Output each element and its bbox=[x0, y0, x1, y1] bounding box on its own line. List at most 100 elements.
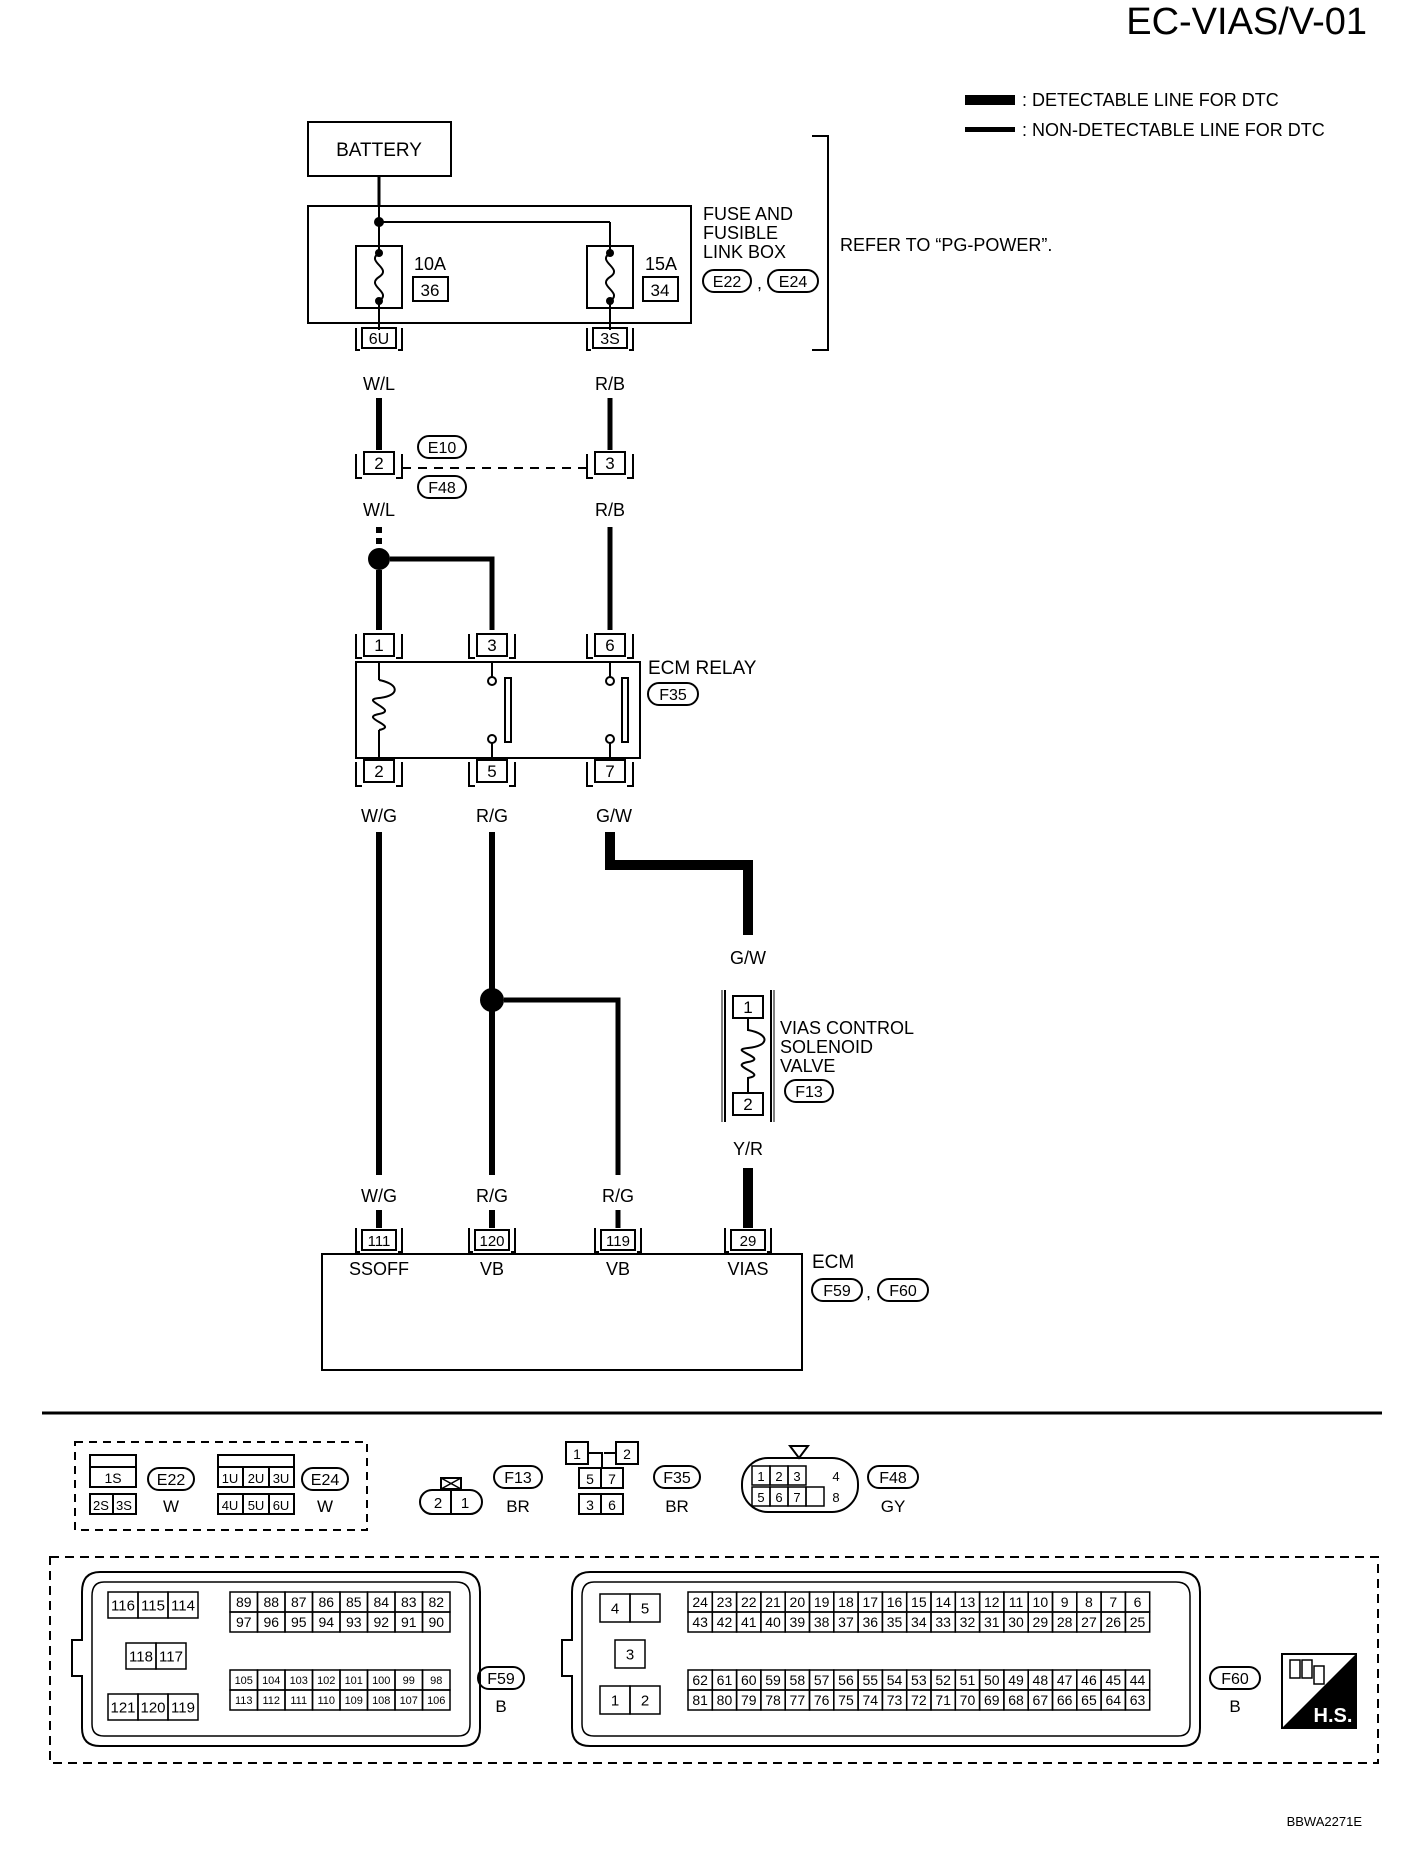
f59-pin-106-cell bbox=[421, 1689, 451, 1711]
f60-pin-71: 71 bbox=[935, 1692, 951, 1708]
f60-pin-65: 65 bbox=[1081, 1692, 1097, 1708]
f59-pin-118: 118 bbox=[129, 1648, 153, 1665]
f59-pin-94: 94 bbox=[318, 1614, 334, 1630]
f59-pin-99: 99 bbox=[403, 1675, 415, 1687]
vias-pin-1: 1 bbox=[743, 998, 752, 1017]
e24-id: E24 bbox=[311, 1472, 340, 1489]
wire-wg-relay: W/G bbox=[361, 806, 397, 826]
f60-pin-25: 25 bbox=[1130, 1614, 1146, 1630]
f59-pin-90: 90 bbox=[428, 1614, 444, 1630]
f59-pin-85: 85 bbox=[346, 1594, 362, 1610]
fuse2-amp: 15A bbox=[645, 254, 677, 274]
fuse1-num: 36 bbox=[421, 281, 440, 300]
f60-pin-24: 24 bbox=[692, 1594, 708, 1610]
fuse-box-label-1: FUSE AND bbox=[703, 204, 793, 224]
f59-pin-95: 95 bbox=[291, 1614, 307, 1630]
f59-pin-88: 88 bbox=[263, 1594, 279, 1610]
vias-label-1: VIAS CONTROL bbox=[780, 1018, 914, 1038]
splice-point-2 bbox=[480, 988, 504, 1012]
f59-color: B bbox=[495, 1697, 506, 1716]
e24-pin-6u: 6U bbox=[273, 1498, 290, 1513]
f13-id: F13 bbox=[504, 1470, 532, 1487]
f60-pin-73: 73 bbox=[887, 1692, 903, 1708]
legend-thin-line bbox=[965, 127, 1015, 132]
ecm-relay: 1 3 6 2 5 7 ECM RELAY F3 bbox=[355, 633, 757, 787]
f60-pin-3: 3 bbox=[626, 1646, 634, 1663]
f60-pin-78: 78 bbox=[765, 1692, 781, 1708]
f60-pin-55: 55 bbox=[862, 1672, 878, 1688]
wire-rg-ecm-2: R/G bbox=[602, 1186, 634, 1206]
f60-pin-41: 41 bbox=[741, 1614, 757, 1630]
f60-pin-18: 18 bbox=[838, 1594, 854, 1610]
f60-pin-9: 9 bbox=[1061, 1594, 1069, 1610]
wire-wg-ecm: W/G bbox=[361, 1186, 397, 1206]
f60-pin-51: 51 bbox=[960, 1672, 976, 1688]
f60-pin-3-cell bbox=[614, 1639, 646, 1669]
f60-pin-6: 6 bbox=[1134, 1594, 1142, 1610]
f59-pin-107: 107 bbox=[400, 1695, 418, 1707]
ecm-body bbox=[321, 1253, 803, 1371]
joint-conn-e10: E10 bbox=[428, 440, 457, 457]
f60-pin-33: 33 bbox=[935, 1614, 951, 1630]
f60-pin-17: 17 bbox=[862, 1594, 878, 1610]
f59-pin-86: 86 bbox=[318, 1594, 334, 1610]
f60-pin-8: 8 bbox=[1085, 1594, 1093, 1610]
f48-id: F48 bbox=[879, 1470, 907, 1487]
f35-color: BR bbox=[665, 1497, 689, 1516]
f59-pin-84: 84 bbox=[373, 1594, 389, 1610]
f60-pin-10: 10 bbox=[1033, 1594, 1049, 1610]
f60-pin-13: 13 bbox=[960, 1594, 976, 1610]
f60-pin-75: 75 bbox=[838, 1692, 854, 1708]
fuse-box-label-3: LINK BOX bbox=[703, 242, 786, 262]
legend: : DETECTABLE LINE FOR DTC : NON-DETECTAB… bbox=[965, 90, 1325, 140]
f60-pin-15: 15 bbox=[911, 1594, 927, 1610]
f48-pin-1: 1 bbox=[757, 1469, 764, 1484]
f13-pin-2: 2 bbox=[434, 1495, 442, 1512]
e22-pin-1s: 1S bbox=[104, 1470, 121, 1486]
vias-label-3: VALVE bbox=[780, 1056, 835, 1076]
f60-pin-53: 53 bbox=[911, 1672, 927, 1688]
f48-pin-6: 6 bbox=[775, 1490, 782, 1505]
relay-pin-7: 7 bbox=[605, 762, 614, 781]
f13-pin-1: 1 bbox=[461, 1495, 469, 1512]
f48-pin-7: 7 bbox=[793, 1490, 800, 1505]
fuse-box-conn-e24: E24 bbox=[779, 274, 808, 291]
ecm-term-ssoff: SSOFF bbox=[349, 1259, 409, 1279]
f59-pin-83: 83 bbox=[401, 1594, 417, 1610]
f60-pin-22: 22 bbox=[741, 1594, 757, 1610]
fuse-box: 10A 36 15A 34 FUSE AND FUSIBLE LINK BOX … bbox=[307, 135, 1052, 351]
f48-pin-5: 5 bbox=[757, 1490, 764, 1505]
f60-pin-40: 40 bbox=[765, 1614, 781, 1630]
legend-detectable: : DETECTABLE LINE FOR DTC bbox=[1022, 90, 1279, 110]
f59-pin-105: 105 bbox=[235, 1675, 253, 1687]
f60-pin-52: 52 bbox=[935, 1672, 951, 1688]
f60-pin-50: 50 bbox=[984, 1672, 1000, 1688]
f60-pin-2-cell bbox=[629, 1685, 661, 1715]
f60-pin-39: 39 bbox=[790, 1614, 806, 1630]
f59-pin-117-cell bbox=[155, 1642, 187, 1670]
relay-pin-6: 6 bbox=[605, 636, 614, 655]
figure-code: BBWA2271E bbox=[1287, 1814, 1363, 1829]
f59-pin-97: 97 bbox=[236, 1614, 252, 1630]
f59-pin-96: 96 bbox=[263, 1614, 279, 1630]
f60-pin-67: 67 bbox=[1033, 1692, 1049, 1708]
fuse1-amp: 10A bbox=[414, 254, 446, 274]
f60-color: B bbox=[1229, 1697, 1240, 1716]
legend-non-detectable: : NON-DETECTABLE LINE FOR DTC bbox=[1022, 120, 1325, 140]
e22-color: W bbox=[163, 1497, 179, 1516]
joint-pin-2: 2 bbox=[374, 454, 383, 473]
e24-color: W bbox=[317, 1497, 333, 1516]
e24-pin-5u: 5U bbox=[248, 1498, 265, 1513]
f59-pin-91: 91 bbox=[401, 1614, 417, 1630]
f59-pin-82: 82 bbox=[428, 1594, 444, 1610]
f59-pin-110: 110 bbox=[317, 1695, 335, 1707]
f60-pin-1: 1 bbox=[611, 1692, 619, 1709]
f59-pin-120: 120 bbox=[140, 1699, 165, 1716]
connector-f48: 1 2 3 4 5 6 7 8 F48 GY bbox=[741, 1445, 919, 1516]
vias-label-2: SOLENOID bbox=[780, 1037, 873, 1057]
f59-pin-112: 112 bbox=[262, 1695, 280, 1707]
relay-pin-3: 3 bbox=[487, 636, 496, 655]
f48-color: GY bbox=[881, 1497, 906, 1516]
ecm: 111 120 119 29 SSOFF VB VB VIAS ECM F59 … bbox=[321, 1228, 929, 1371]
